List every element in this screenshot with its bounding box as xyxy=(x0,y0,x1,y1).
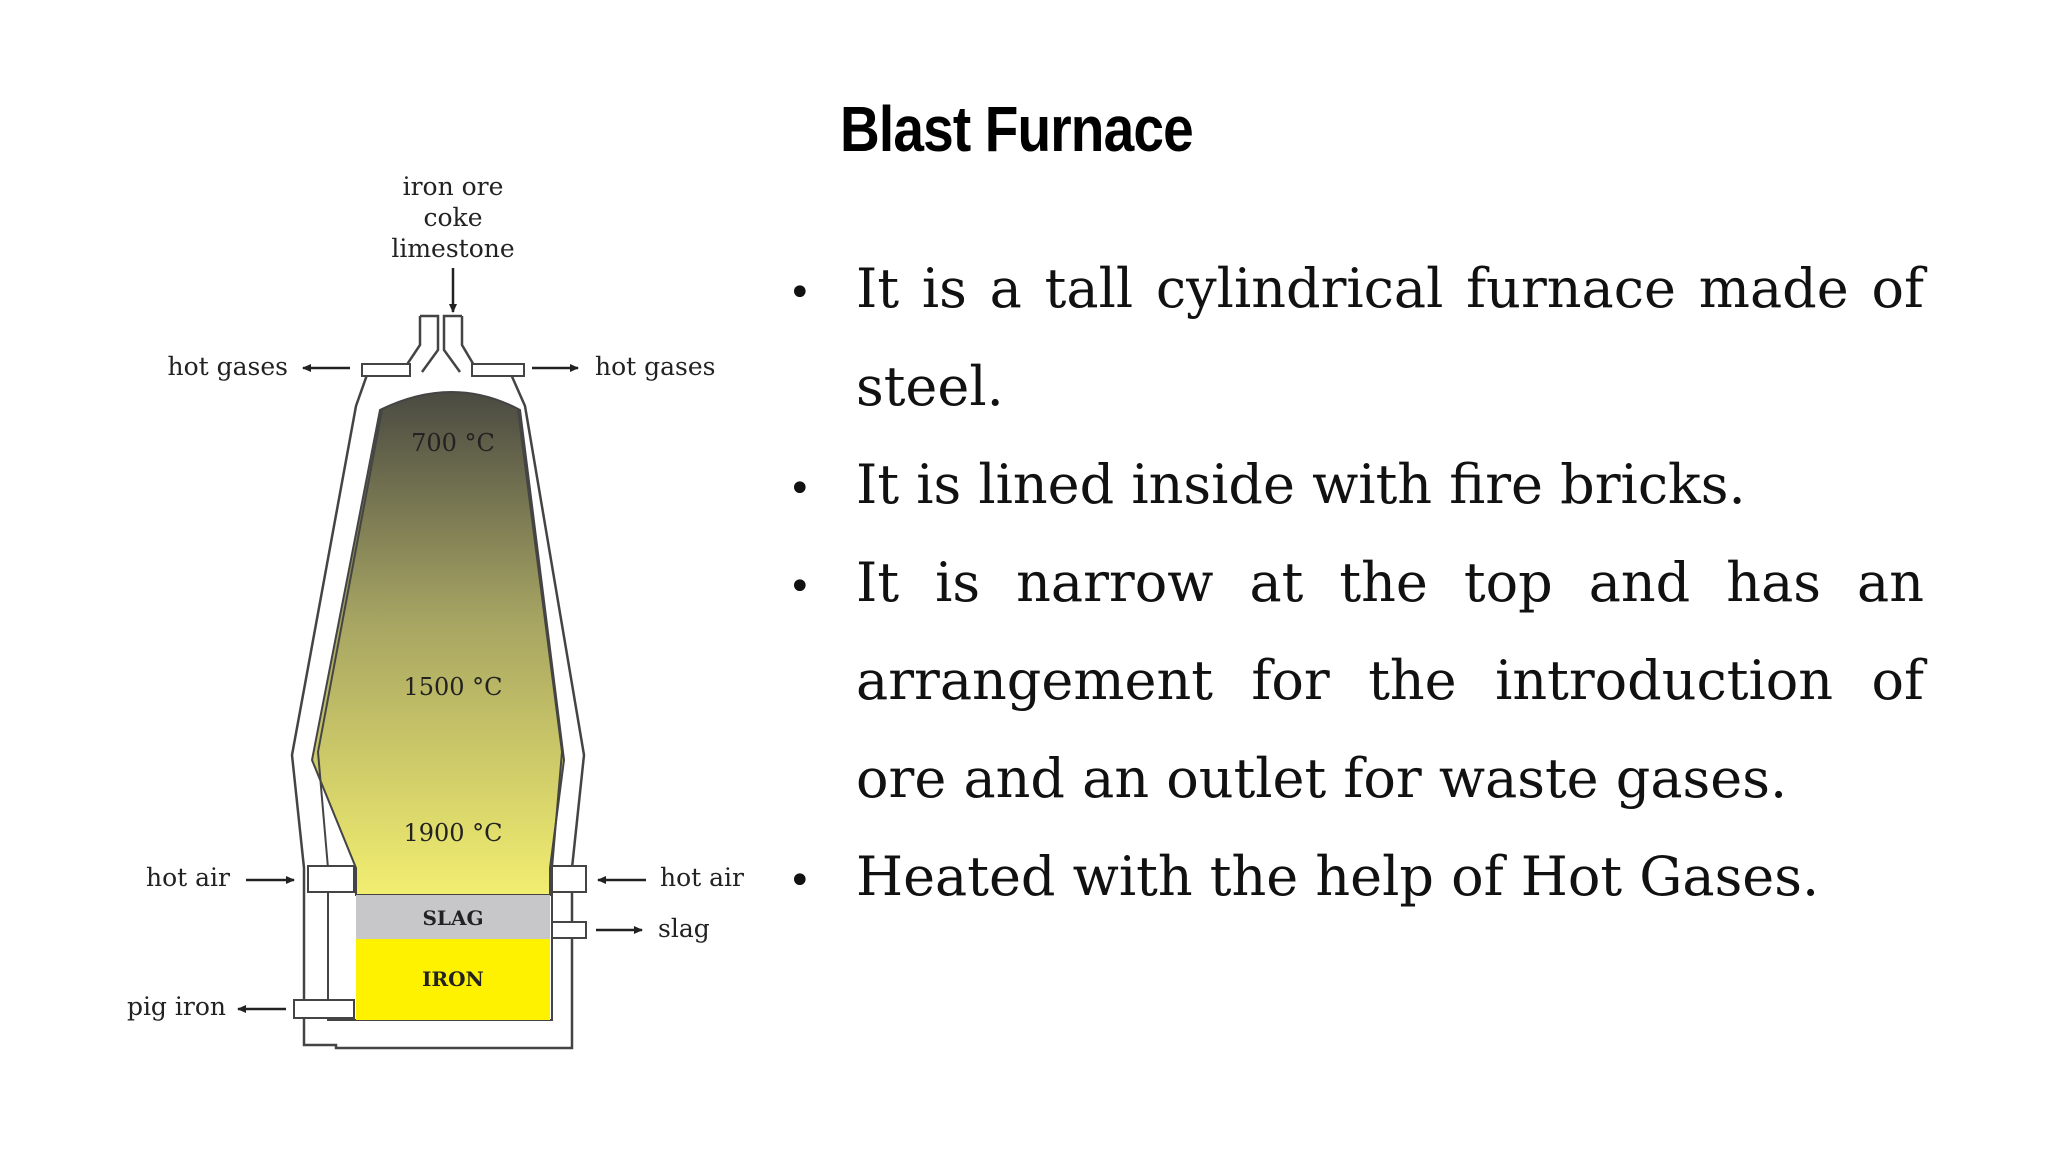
bullet-marker: • xyxy=(788,466,812,512)
temperature-top: 700 °C xyxy=(411,429,495,457)
slag-layer-label: SLAG xyxy=(422,906,483,930)
bullet-marker: • xyxy=(788,858,812,904)
temperature-middle: 1500 °C xyxy=(403,673,502,701)
bullet-marker: • xyxy=(788,564,812,610)
bullet-text: It is lined inside with fire bricks. xyxy=(856,453,1746,516)
bullet-text: It is a tall cylindrical furnace made of… xyxy=(856,257,1924,418)
pig-iron-outlet-pipe xyxy=(293,999,355,1019)
input-label-iron-ore: iron ore xyxy=(403,172,504,201)
iron-layer xyxy=(356,939,550,1020)
blast-furnace-diagram: iron ore coke limestone SLAG IRON 700 °C… xyxy=(127,172,744,1050)
slag-layer xyxy=(356,895,550,939)
gas-outlet-left xyxy=(361,363,411,377)
bullet-text: Heated with the help of Hot Gases. xyxy=(856,845,1820,908)
bullet-item-1: • It is a tall cylindrical furnace made … xyxy=(788,240,1924,436)
hot-air-inlet-right xyxy=(551,865,587,893)
charging-hopper xyxy=(420,314,462,373)
hot-gases-left-label: hot gases xyxy=(167,352,288,381)
pig-iron-label: pig iron xyxy=(127,992,226,1021)
bullet-text: It is narrow at the top and has an arran… xyxy=(856,551,1924,810)
bullet-item-3: • It is narrow at the top and has an arr… xyxy=(788,534,1924,828)
iron-layer-label: IRON xyxy=(422,967,484,991)
bullet-marker: • xyxy=(788,270,812,316)
bullet-list: • It is a tall cylindrical furnace made … xyxy=(788,240,1924,926)
hot-air-left-label: hot air xyxy=(146,863,230,892)
input-label-limestone: limestone xyxy=(391,234,514,263)
hot-air-right-label: hot air xyxy=(660,863,744,892)
slag-outlet-pipe xyxy=(551,921,587,939)
gas-outlet-right xyxy=(471,363,525,377)
hot-air-inlet-left xyxy=(307,865,355,893)
hot-gases-right-label: hot gases xyxy=(595,352,716,381)
bullet-item-2: • It is lined inside with fire bricks. xyxy=(788,436,1924,534)
bullet-item-4: • Heated with the help of Hot Gases. xyxy=(788,828,1924,926)
temperature-low: 1900 °C xyxy=(403,819,502,847)
page-title: Blast Furnace xyxy=(840,93,1194,165)
slag-outlet-label: slag xyxy=(658,914,710,943)
input-label-coke: coke xyxy=(424,203,483,232)
